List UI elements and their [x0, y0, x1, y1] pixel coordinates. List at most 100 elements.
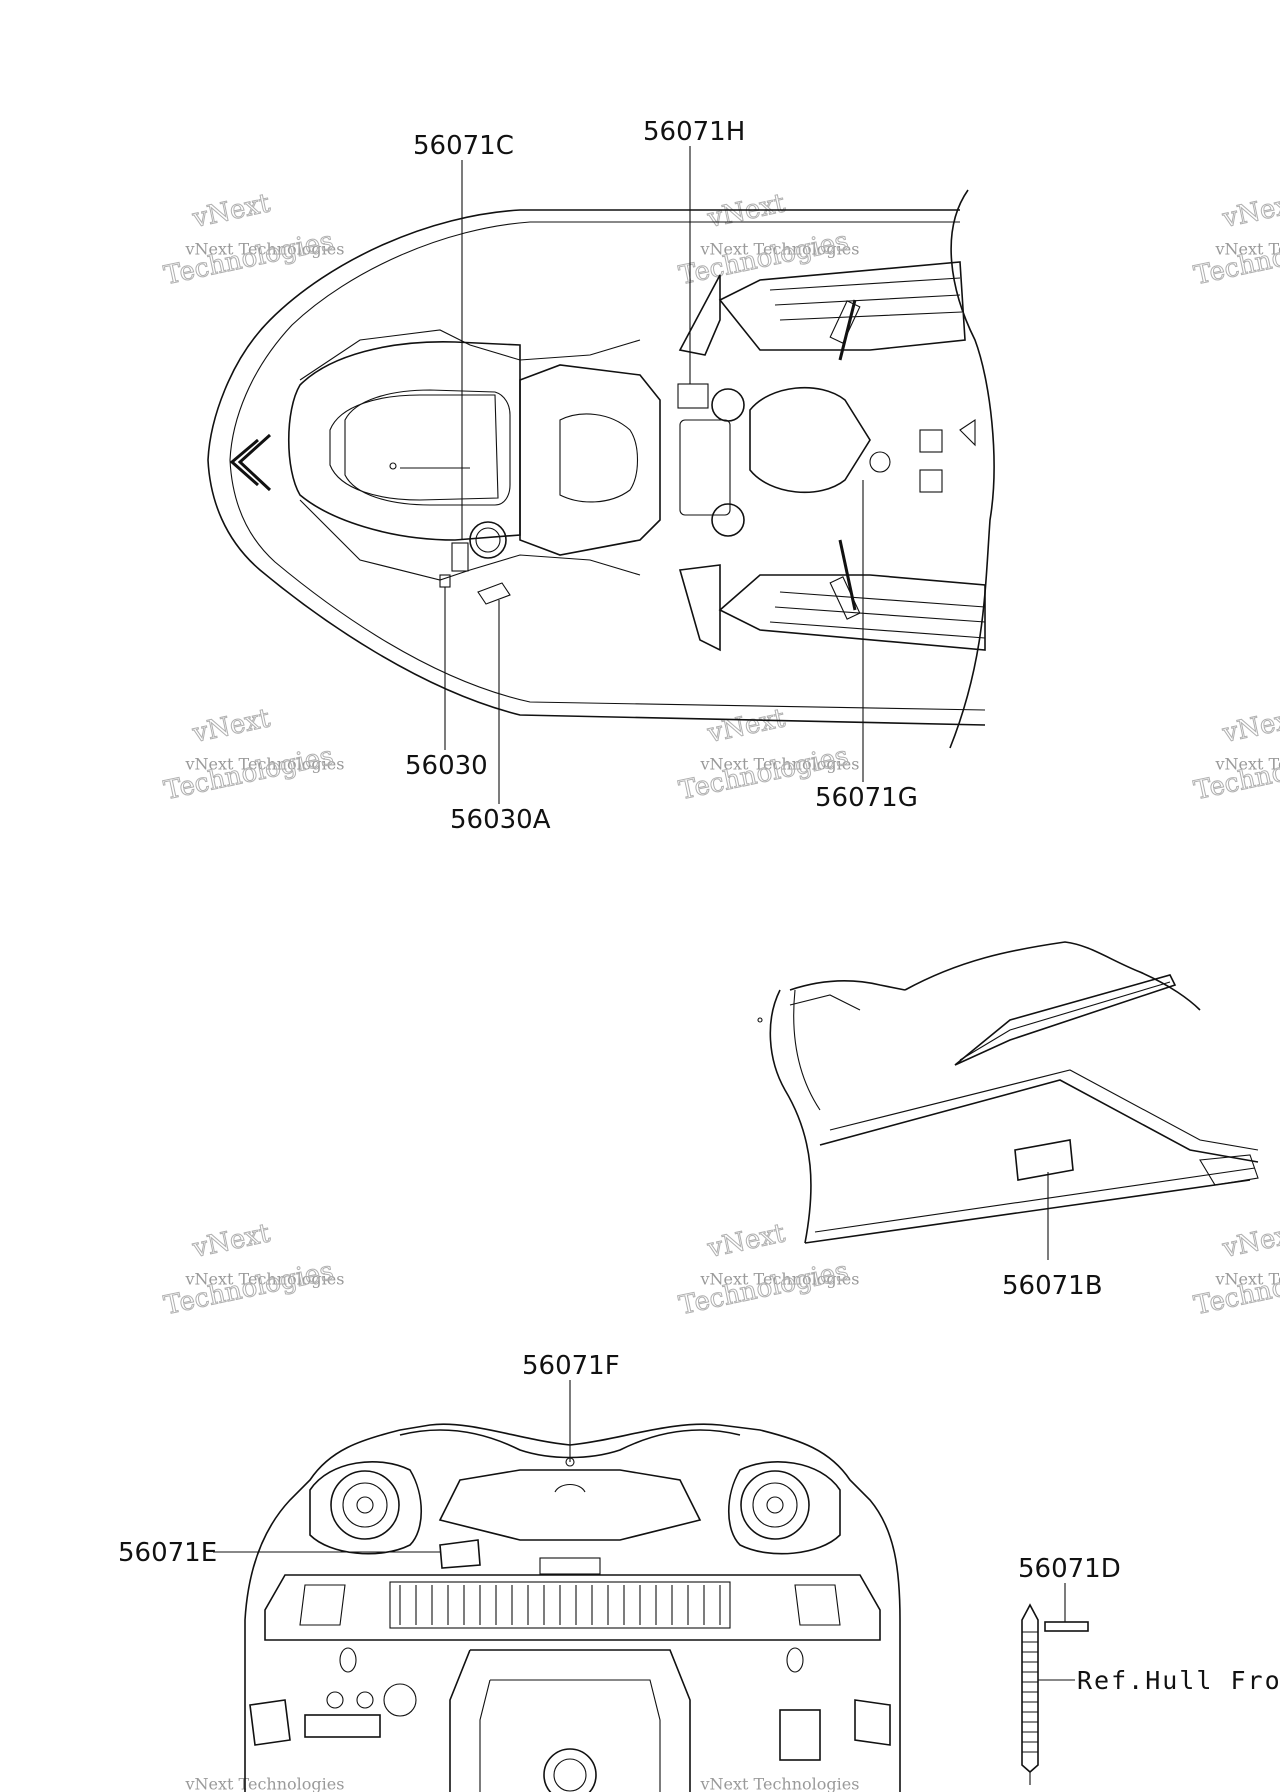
watermark-line3: Technologies — [161, 226, 336, 291]
rear-hole — [339, 1647, 357, 1673]
decal-56071D-strip — [1044, 1621, 1089, 1632]
footwell-upper-stripe — [769, 277, 963, 321]
cupholder — [711, 503, 745, 537]
watermark-line3: Technologies — [1191, 1256, 1280, 1321]
hull-front-ridges — [1022, 1631, 1038, 1753]
watermark-line1: vNext — [189, 703, 273, 749]
side-hull-curve — [769, 989, 812, 1244]
deck-panel-lower — [299, 499, 641, 581]
taillight-vents — [389, 1581, 731, 1629]
watermark: vNext vNext Technologies Technologies — [161, 1218, 344, 1322]
watermark: vNext vNext Technologies Technologies — [161, 188, 344, 292]
handlebar — [838, 299, 857, 361]
decal-56030A — [477, 582, 511, 605]
side-hull-inner — [793, 989, 821, 1111]
watermark: vNext vNext Technologies Technologies — [161, 703, 344, 807]
bow-chevron — [229, 438, 259, 487]
stern-curve — [949, 189, 995, 749]
ref-hull-label: Ref.Hull Front — [1077, 1666, 1280, 1695]
callouts-side: 56071B — [1002, 1172, 1103, 1301]
watermark-line2: vNext Technologies — [184, 1775, 344, 1792]
rear-vent — [919, 429, 943, 453]
callout-56071F: 56071F — [522, 1351, 620, 1381]
watermark-line2: vNext Technologies — [1214, 240, 1280, 259]
watermark-line1: vNext — [1219, 188, 1280, 234]
top-view-watercraft — [207, 189, 995, 749]
storage-bin-inner — [329, 394, 499, 501]
storage-bin — [344, 389, 511, 506]
speaker-left — [330, 1470, 400, 1540]
watermark-line2: vNext Technologies — [184, 1270, 344, 1289]
watermark-line3: Technologies — [161, 741, 336, 806]
watermark-line3: Technologies — [1191, 741, 1280, 806]
side-fin-shape — [954, 974, 1177, 1066]
watermark-line1: vNext — [704, 188, 788, 234]
side-deck-line-2 — [814, 1167, 1256, 1233]
rear-bolt — [356, 1691, 374, 1709]
watermark: vNext Technologies — [699, 1775, 859, 1792]
side-rail — [819, 1079, 1259, 1163]
side-fin-lower — [678, 564, 721, 652]
rear-step-left — [249, 1699, 291, 1746]
footwell-lower — [718, 574, 986, 651]
rear-lower-frame — [449, 1649, 691, 1792]
seat-cushion — [559, 413, 638, 503]
watermark: vNext vNext Technologies Technologies — [676, 188, 859, 292]
watermark-line1: vNext — [1219, 703, 1280, 749]
handle-grip — [829, 576, 861, 620]
deck-panel-upper — [299, 329, 641, 381]
callouts-rear: 56071F 56071E 56071D — [118, 1351, 1121, 1622]
dash-panel — [679, 419, 731, 516]
callouts-top: 56071C 56071H 56030 56030A 56071G — [405, 117, 918, 835]
watermark-line3: Technologies — [161, 1256, 336, 1321]
rear-speaker-left-housing — [309, 1461, 423, 1555]
watermark-line3: Technologies — [1191, 226, 1280, 291]
rear-hole — [786, 1647, 804, 1673]
bow-chevron — [237, 433, 272, 492]
watermark-line1: vNext — [189, 188, 273, 234]
taillight-left — [299, 1584, 346, 1626]
vent-frame — [389, 1581, 731, 1629]
watermark-line2: vNext Technologies — [699, 240, 859, 259]
watermark-line3: Technologies — [676, 1256, 851, 1321]
side-fin-upper — [678, 274, 721, 356]
front-hatch — [288, 341, 521, 541]
watermark-line1: vNext — [704, 703, 788, 749]
rear-taillight-band — [264, 1574, 881, 1641]
rear-vent — [919, 469, 943, 493]
decal-detail-56071D: Ref.Hull Front — [1021, 1603, 1280, 1785]
side-rail-2 — [829, 1069, 1259, 1151]
watermark: vNext vNext Technologies Technologies — [1191, 703, 1280, 807]
decal-56071H — [677, 383, 709, 409]
decal-56071E — [439, 1539, 481, 1569]
seat-area — [519, 364, 661, 556]
bin-fastener — [389, 462, 397, 470]
ignition-button — [869, 451, 891, 473]
footwell-lower-stripe — [769, 591, 986, 639]
watermark-line2: vNext Technologies — [1214, 1270, 1280, 1289]
side-fin-stripe — [959, 981, 1171, 1061]
fuel-cap — [469, 521, 507, 559]
side-seat — [904, 941, 1201, 1011]
footwell-upper — [718, 261, 966, 351]
callout-56030: 56030 — [405, 751, 488, 781]
rear-decal-box — [779, 1709, 821, 1761]
steering-console — [749, 386, 871, 494]
rear-grab-handle — [554, 1483, 586, 1493]
watermark: vNext vNext Technologies Technologies — [1191, 1218, 1280, 1322]
speaker-right-cone — [752, 1482, 798, 1528]
decal-56071B — [1014, 1139, 1074, 1181]
watermark-line2: vNext Technologies — [184, 755, 344, 774]
callout-56071E: 56071E — [118, 1538, 217, 1568]
rear-logo-plate — [539, 1557, 601, 1575]
side-fastener — [757, 1017, 763, 1023]
side-step — [1199, 1154, 1259, 1186]
cupholder — [711, 388, 745, 422]
speaker-left-center — [356, 1496, 374, 1514]
handle-grip — [829, 300, 861, 344]
jet-nozzle-inner — [553, 1758, 587, 1792]
side-top-contour — [789, 980, 906, 991]
watermark: vNext vNext Technologies Technologies — [1191, 188, 1280, 292]
watermark-line2: vNext Technologies — [699, 755, 859, 774]
